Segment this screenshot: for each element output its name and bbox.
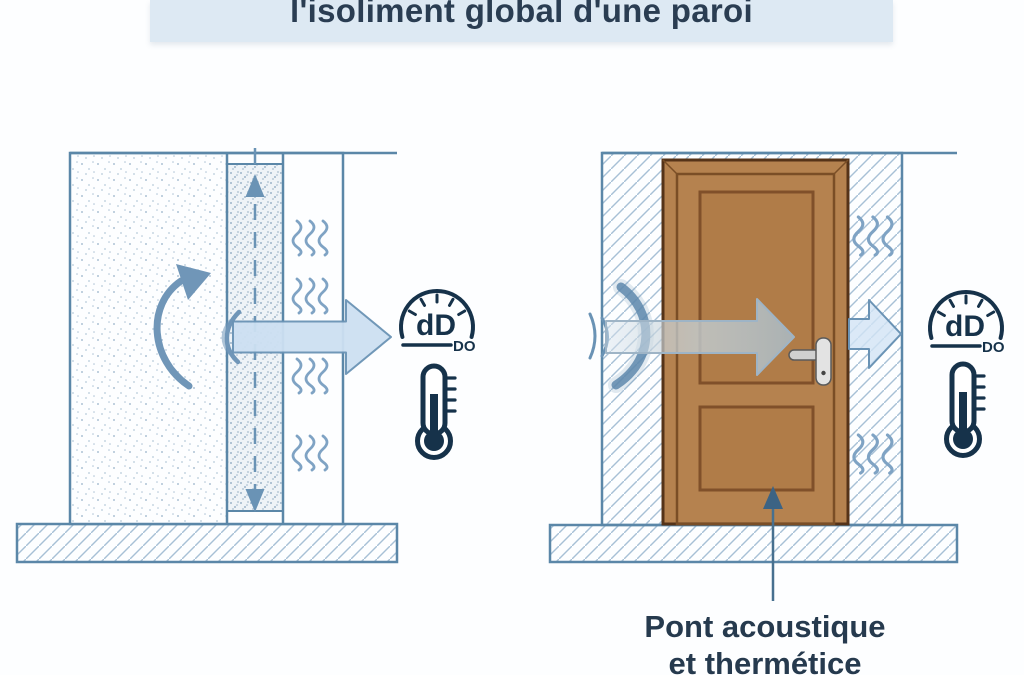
thermometer-icon	[418, 366, 456, 458]
pointer-arrow-icon	[763, 486, 783, 601]
right-door-diagram	[548, 151, 1007, 601]
title-banner: l'isoliment global d'une paroi	[150, 0, 893, 42]
arrow-down-icon	[245, 489, 265, 512]
sound-transmission-arrow	[605, 298, 795, 376]
door-handle	[788, 337, 832, 386]
sound-exit-arrow	[848, 299, 902, 369]
decibel-gauge-icon	[399, 288, 478, 357]
caption-line-1: Pont acoustique	[644, 609, 886, 644]
thermometer-icon	[947, 364, 985, 456]
left-foundation	[15, 522, 399, 564]
caption: Pont acoustique et thermétice	[565, 608, 965, 675]
caption-line-2: et thermétice	[668, 646, 862, 675]
right-foundation	[548, 523, 959, 564]
door-panel-bottom	[698, 405, 815, 492]
arrow-up-icon	[245, 174, 265, 197]
left-wall-diagram	[15, 148, 478, 564]
sound-transmission-arrow	[232, 299, 392, 375]
decibel-gauge-icon	[928, 289, 1007, 358]
reflection-arrow-icon	[153, 264, 211, 390]
sound-arcs-icon	[221, 309, 242, 365]
page-title: l'isoliment global d'une paroi	[290, 0, 753, 29]
